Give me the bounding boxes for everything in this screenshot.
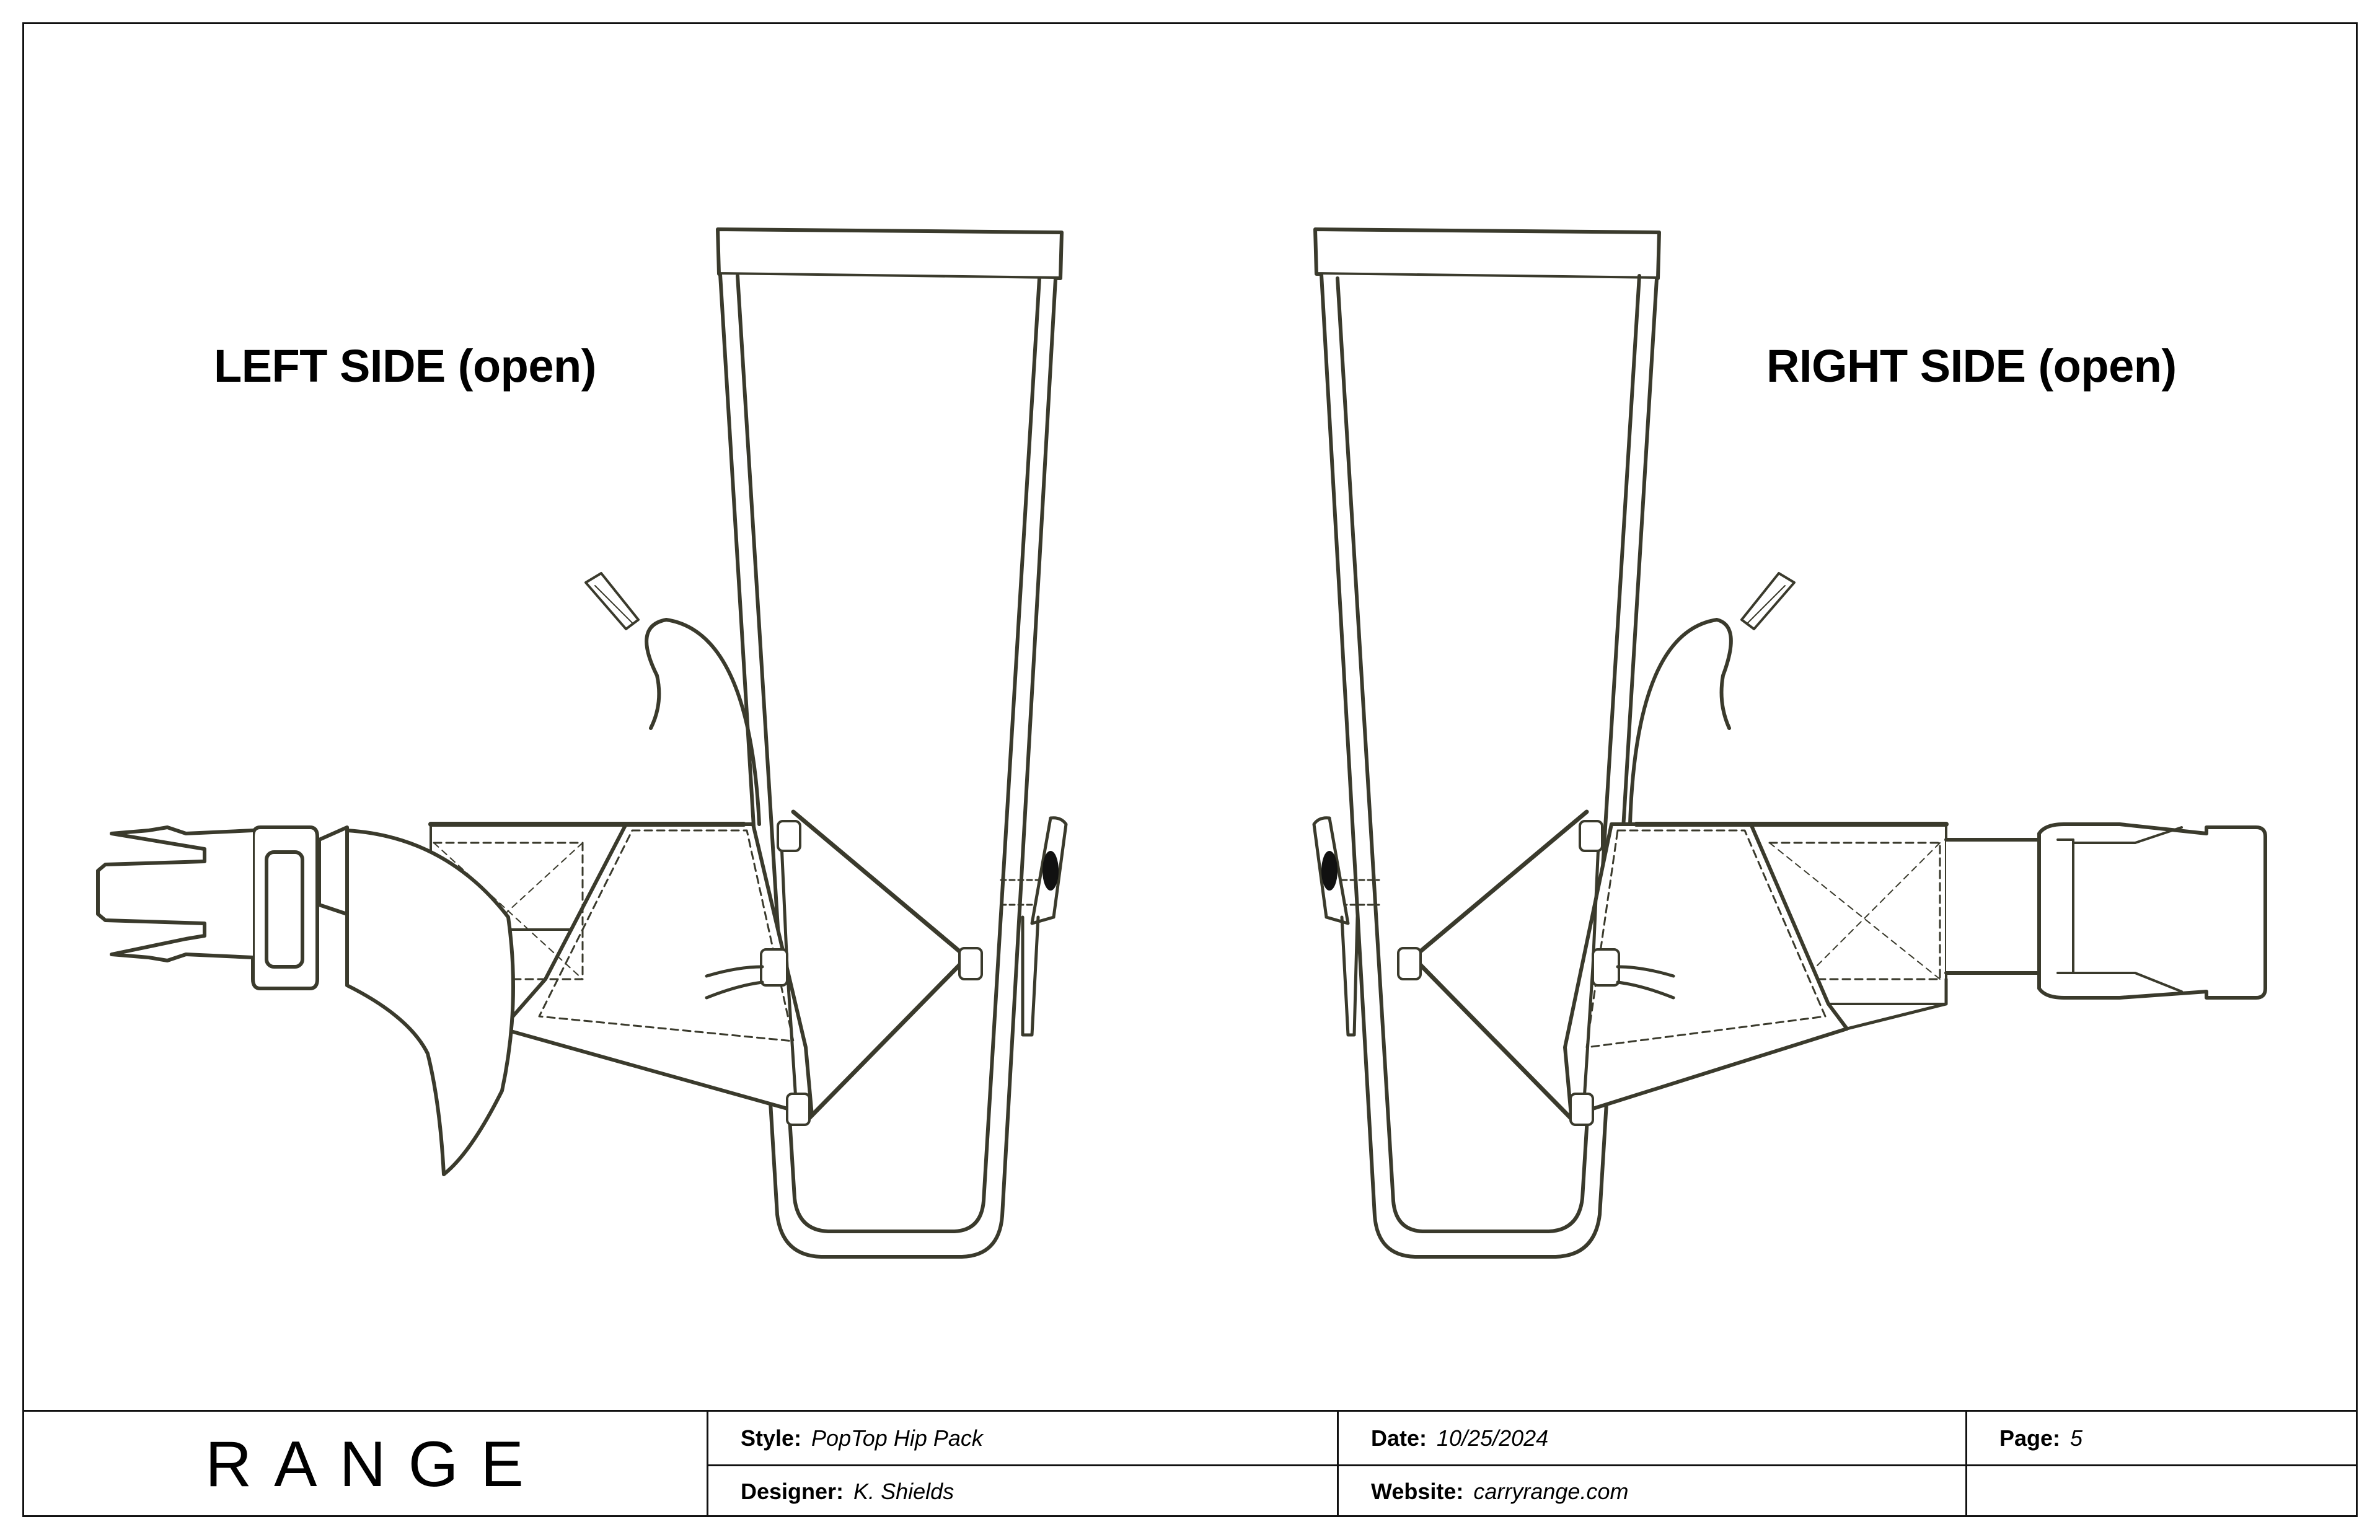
brand-logo: RANGE: [205, 1428, 546, 1500]
website-key: Website:: [1371, 1479, 1464, 1504]
left-buckle: [96, 825, 515, 1176]
style-field: Style: PopTop Hip Pack: [708, 1412, 1337, 1464]
right-side-label: RIGHT SIDE (open): [1766, 340, 2177, 392]
page-value: 5: [2070, 1425, 2083, 1451]
style-key: Style:: [741, 1425, 802, 1451]
designer-field: Designer: K. Shields: [708, 1466, 1337, 1517]
page-key: Page:: [1999, 1425, 2061, 1451]
left-zipper-pull: [1000, 816, 1068, 1037]
title-block-row-divider: [707, 1464, 2358, 1466]
designer-value: K. Shields: [853, 1479, 954, 1504]
title-block: RANGE Style: PopTop Hip Pack Designer: K…: [22, 1410, 2358, 1517]
style-value: PopTop Hip Pack: [811, 1425, 983, 1451]
right-side-view: [1312, 227, 2267, 1259]
left-drawcord: [584, 572, 761, 826]
page-field: Page: 5: [1967, 1412, 2358, 1464]
drawing-sheet: [22, 22, 2358, 1517]
right-belt-panel: [1563, 822, 1949, 1117]
right-zipper-pull: [1312, 816, 1380, 1037]
date-field: Date: 10/25/2024: [1339, 1412, 1965, 1464]
right-buckle: [1944, 822, 2267, 1000]
website-value: carryrange.com: [1473, 1479, 1629, 1504]
left-side-label: LEFT SIDE (open): [214, 340, 596, 392]
date-value: 10/25/2024: [1437, 1425, 1549, 1451]
left-bag-body: [716, 227, 1064, 1259]
date-key: Date:: [1371, 1425, 1427, 1451]
left-bungee-lacing: [705, 809, 983, 1126]
left-side-view: [96, 227, 1068, 1259]
right-bungee-lacing: [1397, 809, 1675, 1126]
website-field: Website: carryrange.com: [1339, 1466, 1965, 1517]
right-drawcord: [1628, 572, 1796, 826]
designer-key: Designer:: [741, 1479, 844, 1504]
